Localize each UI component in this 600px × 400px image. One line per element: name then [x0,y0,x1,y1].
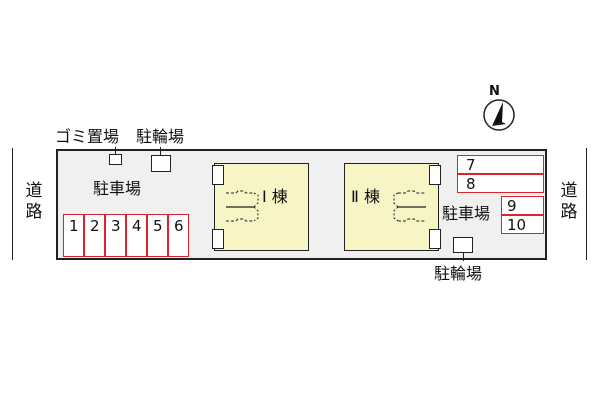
parking-slot-10-number: 10 [507,216,527,234]
building-2-notch-top [429,165,441,185]
road-right-edge [586,148,587,260]
parking-slot-1-number: 1 [69,217,79,235]
bicycle-parking-top-symbol [151,155,171,172]
road-left-edge [12,148,13,260]
compass-icon [483,99,515,131]
road-left-char-2: 路 [25,202,43,222]
parking-slot-5: 5 [147,214,168,257]
parking-slot-2: 2 [84,214,105,257]
parking-slot-5-number: 5 [153,217,163,235]
parking-slot-7-number: 7 [466,156,476,174]
garbage-area-label: ゴミ置場 [55,127,120,146]
parking-slot-10: 10 [501,215,544,234]
parking-slot-6-number: 6 [174,217,184,235]
road-left-char-1: 道 [25,181,43,201]
compass-north-label: N [489,84,500,99]
building-2: Ⅱ 棟 [344,163,439,251]
building-2-label: Ⅱ 棟 [351,187,380,206]
bicycle-parking-bottom-pointer [463,253,464,261]
bicycle-parking-top-pointer [160,147,161,156]
compass: N [478,84,520,136]
bicycle-parking-top-label: 駐輪場 [136,127,185,146]
building-2-notch-bottom [429,229,441,249]
parking-left-label: 駐車場 [93,179,142,198]
parking-slot-9: 9 [501,196,544,215]
building-1: Ⅰ 棟 [214,163,309,251]
parking-right-label: 駐車場 [442,204,491,223]
garbage-area-pointer [115,147,116,155]
garbage-area-symbol [109,154,122,165]
parking-slot-8-number: 8 [466,175,476,193]
road-right-char-2: 路 [560,202,578,222]
building-1-stair-lines [226,190,259,222]
parking-slot-8: 8 [457,174,544,193]
road-right-char-1: 道 [560,181,578,201]
building-1-notch-top [212,165,224,185]
parking-slot-6: 6 [168,214,189,257]
parking-slot-3: 3 [105,214,126,257]
building-2-stair-lines [393,190,426,222]
parking-slot-4: 4 [126,214,147,257]
parking-slot-7: 7 [457,155,544,174]
parking-slot-9-number: 9 [507,197,517,215]
parking-slot-4-number: 4 [132,217,142,235]
parking-slot-2-number: 2 [90,217,100,235]
bicycle-parking-bottom-symbol [453,237,473,253]
parking-slot-1: 1 [63,214,84,257]
building-1-label: Ⅰ 棟 [262,187,288,206]
building-1-notch-bottom [212,229,224,249]
parking-slot-3-number: 3 [111,217,121,235]
bicycle-parking-bottom-label: 駐輪場 [434,264,483,283]
